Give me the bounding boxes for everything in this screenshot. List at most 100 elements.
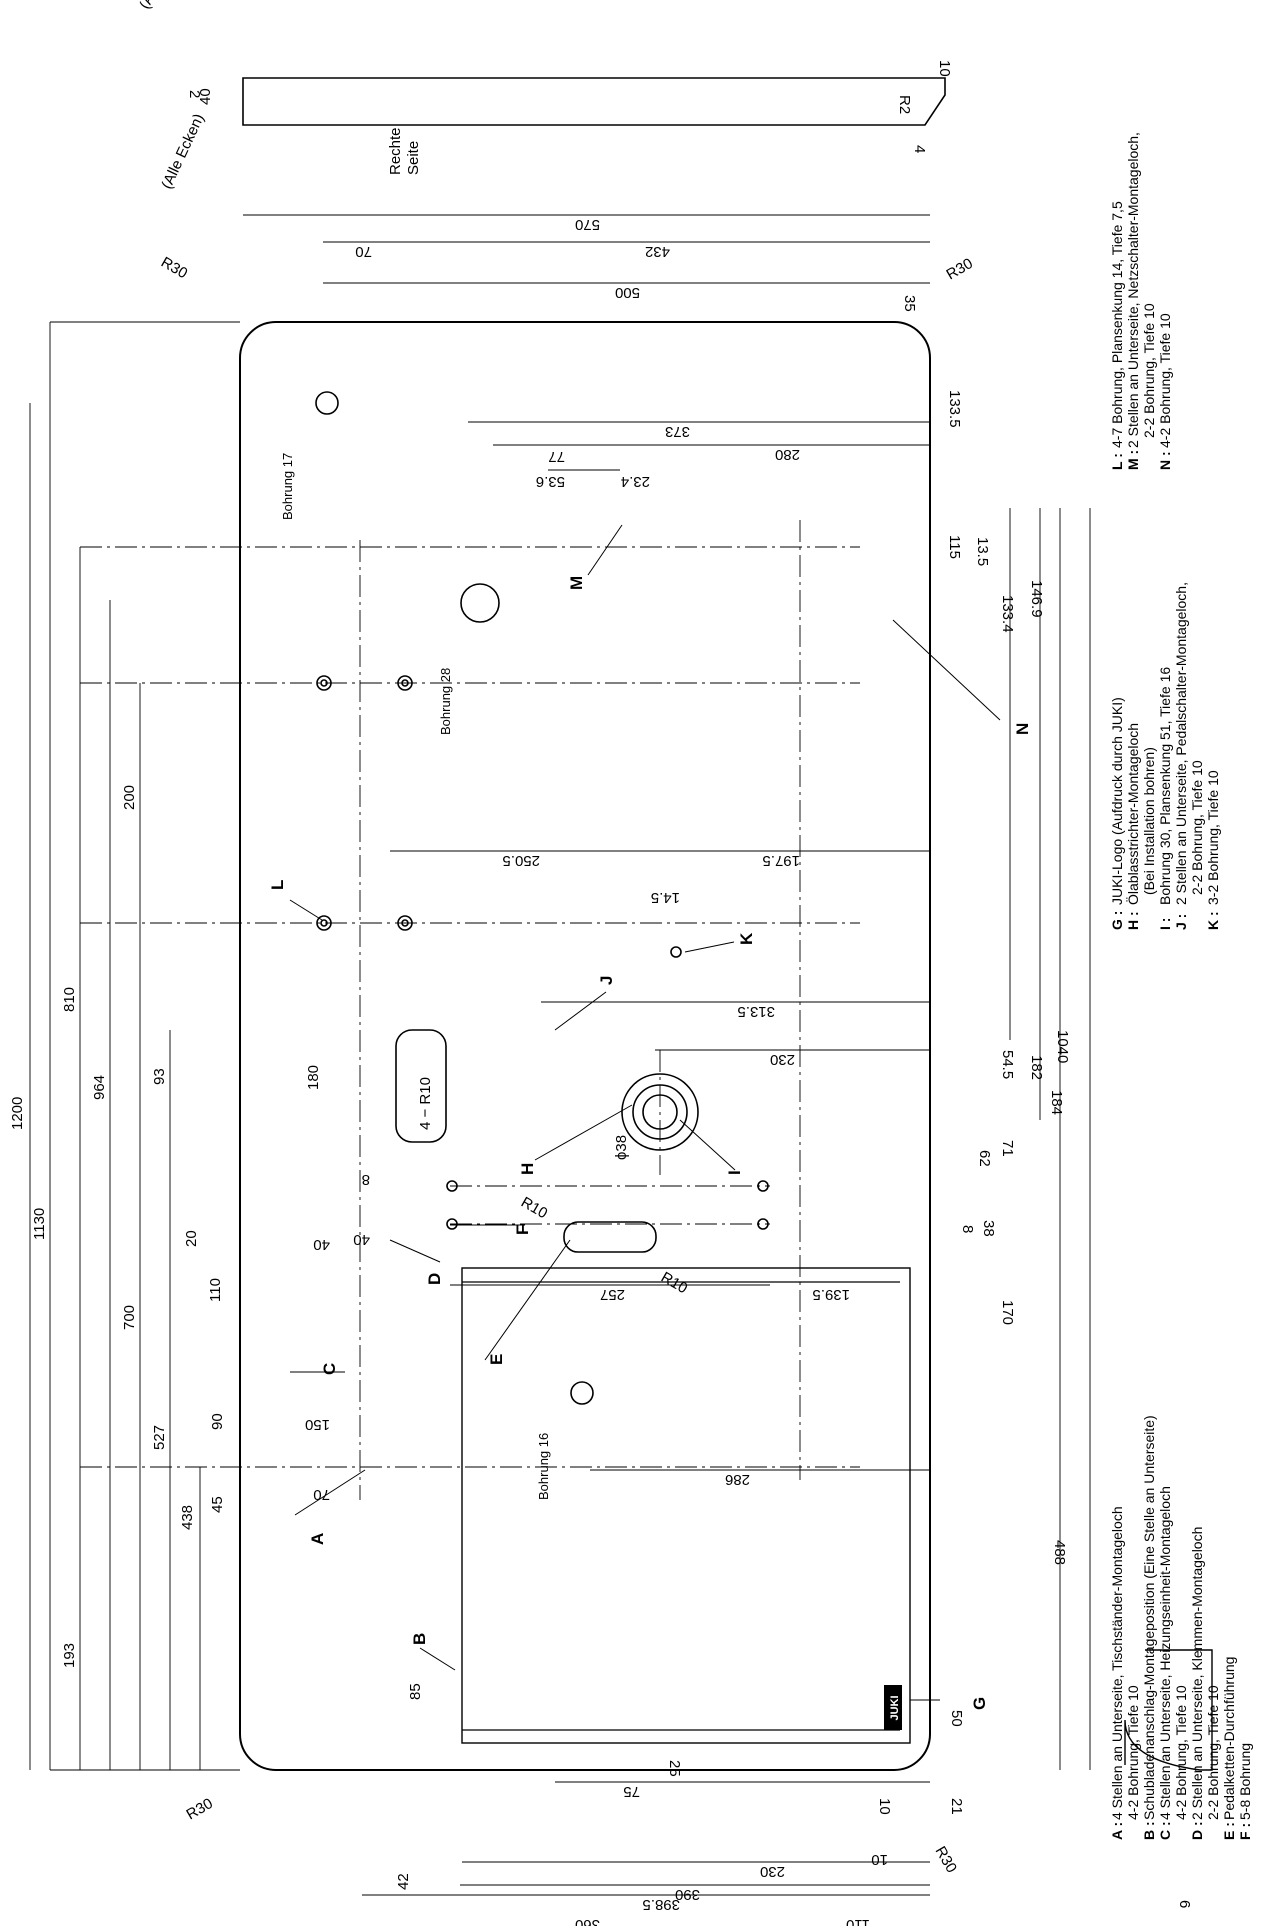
dims-left: 1200 1130 810 964 700 200 527 438 193 93… (9, 785, 424, 1890)
side-view-labels: Rechte Seite (Alle Ecken) (Alle Ecken) 2… (136, 0, 953, 192)
svg-text:40: 40 (313, 1236, 330, 1253)
svg-text:4 Stellen an Unterseite, Heizu: 4 Stellen an Unterseite, Heizungseinheit… (1157, 1486, 1173, 1820)
svg-text:R10: R10 (658, 1269, 690, 1297)
svg-text:85: 85 (407, 1683, 424, 1700)
svg-text:23.4: 23.4 (621, 473, 650, 490)
label-hole-16: Bohrung 16 (536, 1433, 551, 1500)
svg-text:184: 184 (1048, 1090, 1065, 1115)
svg-text:2-2 Bohrung, Tiefe 10: 2-2 Bohrung, Tiefe 10 (1205, 1685, 1221, 1820)
svg-text:(Alle Ecken): (Alle Ecken) (158, 111, 208, 191)
svg-text:R30: R30 (944, 255, 976, 283)
svg-text:570: 570 (575, 216, 600, 233)
svg-text:257: 257 (600, 1286, 625, 1303)
label-hole-17: Bohrung 17 (280, 453, 295, 520)
svg-text:77: 77 (548, 448, 565, 465)
svg-text:A :: A : (1109, 1822, 1125, 1840)
juki-logo-text: JUKI (889, 1695, 901, 1720)
svg-text:10: 10 (876, 1798, 893, 1815)
svg-text:K :: K : (1205, 911, 1221, 930)
svg-text:1200: 1200 (9, 1097, 26, 1130)
svg-text:40: 40 (353, 1231, 370, 1248)
svg-text:G: G (970, 1697, 989, 1710)
svg-text:398.5: 398.5 (642, 1896, 680, 1913)
svg-text:5-8 Bohrung: 5-8 Bohrung (1237, 1743, 1253, 1820)
svg-text:K: K (737, 932, 756, 945)
svg-text:432: 432 (645, 243, 670, 260)
svg-text:4 Stellen an Unterseite, Tisch: 4 Stellen an Unterseite, Tischständer-Mo… (1109, 1506, 1125, 1820)
svg-text:10: 10 (871, 1851, 888, 1868)
svg-text:810: 810 (61, 987, 78, 1012)
legend-lower: A : 4 Stellen an Unterseite, Tischstände… (1109, 1415, 1253, 1840)
svg-text:J :: J : (1173, 914, 1189, 930)
hole-28 (460, 583, 500, 623)
feature-letters: A B C D E F G H I J K L M N (268, 576, 1032, 1710)
label-phi38: ϕ38 (613, 1135, 630, 1160)
svg-text:E: E (487, 1354, 506, 1365)
svg-text:35: 35 (901, 295, 918, 312)
svg-text:527: 527 (151, 1425, 168, 1450)
svg-text:L :: L : (1109, 453, 1125, 470)
svg-text:R30: R30 (158, 254, 190, 282)
svg-text:90: 90 (209, 1413, 226, 1430)
svg-text:150: 150 (305, 1416, 330, 1433)
svg-text:Rechte: Rechte (387, 127, 404, 175)
svg-text:M :: M : (1125, 450, 1141, 470)
svg-text:75: 75 (623, 1783, 640, 1800)
svg-text:180: 180 (305, 1065, 322, 1090)
svg-text:93: 93 (151, 1068, 168, 1085)
svg-text:13.5: 13.5 (974, 537, 991, 566)
svg-text:R2: R2 (896, 95, 913, 114)
svg-text:2 Stellen an Unterseite, Klemm: 2 Stellen an Unterseite, Klemmen-Montage… (1189, 1527, 1205, 1820)
svg-text:500: 500 (615, 284, 640, 301)
svg-text:(Bei Installation bohren): (Bei Installation bohren) (1141, 747, 1157, 895)
dims-top: 570 432 500 70 35 (355, 216, 918, 312)
svg-text:182: 182 (1028, 1055, 1045, 1080)
svg-text:Bohrung 30, Plansenkung 51, Ti: Bohrung 30, Plansenkung 51, Tiefe 16 (1157, 667, 1173, 905)
svg-text:20: 20 (183, 1230, 200, 1247)
svg-text:B :: B : (1141, 1821, 1157, 1840)
svg-text:197.5: 197.5 (762, 852, 800, 869)
svg-text:C :: C : (1157, 1821, 1173, 1840)
svg-text:4-2 Bohrung, Tiefe 10: 4-2 Bohrung, Tiefe 10 (1157, 313, 1173, 448)
svg-text:115: 115 (946, 535, 963, 559)
svg-text:(Alle Ecken): (Alle Ecken) (136, 0, 186, 12)
svg-text:2 Stellen an Unterseite, Pedal: 2 Stellen an Unterseite, Pedalschalter-M… (1173, 582, 1189, 905)
svg-text:71: 71 (999, 1140, 1016, 1157)
svg-text:38: 38 (980, 1220, 997, 1237)
svg-text:40: 40 (197, 88, 214, 105)
svg-text:J: J (597, 976, 616, 985)
svg-text:C: C (320, 1363, 339, 1375)
svg-text:250.5: 250.5 (502, 852, 540, 869)
svg-text:146.9: 146.9 (1028, 580, 1045, 618)
svg-text:R10: R10 (518, 1194, 550, 1222)
svg-text:280: 280 (775, 446, 800, 463)
dims-mid: 373 280 77 53.6 23.4 250.5 197.5 14.5 31… (305, 423, 850, 1503)
hole-16 (570, 1381, 594, 1405)
svg-text:45: 45 (209, 1496, 226, 1513)
svg-text:50: 50 (948, 1710, 965, 1727)
legend-middle: G : JUKI-Logo (Aufdruck durch JUKI) H : … (1109, 582, 1221, 930)
legend-upper: L : 4-7 Bohrung, Plansenkung 14, Tiefe 7… (1109, 132, 1173, 470)
svg-text:4-2 Bohrung, Tiefe 10: 4-2 Bohrung, Tiefe 10 (1125, 1685, 1141, 1820)
svg-text:R30: R30 (932, 1844, 960, 1876)
label-hole-28: Bohrung 28 (438, 668, 453, 735)
svg-text:14.5: 14.5 (651, 889, 680, 906)
svg-text:4 − R10: 4 − R10 (417, 1077, 434, 1130)
svg-text:3-2 Bohrung, Tiefe 10: 3-2 Bohrung, Tiefe 10 (1205, 770, 1221, 905)
svg-text:10: 10 (936, 60, 953, 77)
svg-text:Ölablasstrichter-Montageloch: Ölablasstrichter-Montageloch (1124, 723, 1141, 905)
svg-text:2-2 Bohrung, Tiefe 10: 2-2 Bohrung, Tiefe 10 (1141, 303, 1157, 438)
svg-text:F :: F : (1237, 1823, 1253, 1840)
svg-text:193: 193 (61, 1643, 78, 1668)
svg-text:A: A (308, 1533, 327, 1545)
svg-text:110: 110 (207, 1278, 224, 1302)
svg-text:133.5: 133.5 (946, 390, 963, 428)
svg-text:70: 70 (313, 1486, 330, 1503)
svg-text:200: 200 (121, 785, 138, 810)
dims-bottom: 75 230 390 398.5 360 110 10 6 (575, 1783, 1193, 1926)
svg-text:360: 360 (575, 1916, 600, 1926)
svg-text:D: D (425, 1273, 444, 1285)
svg-text:139.5: 139.5 (812, 1286, 850, 1303)
svg-text:488: 488 (1051, 1540, 1068, 1565)
